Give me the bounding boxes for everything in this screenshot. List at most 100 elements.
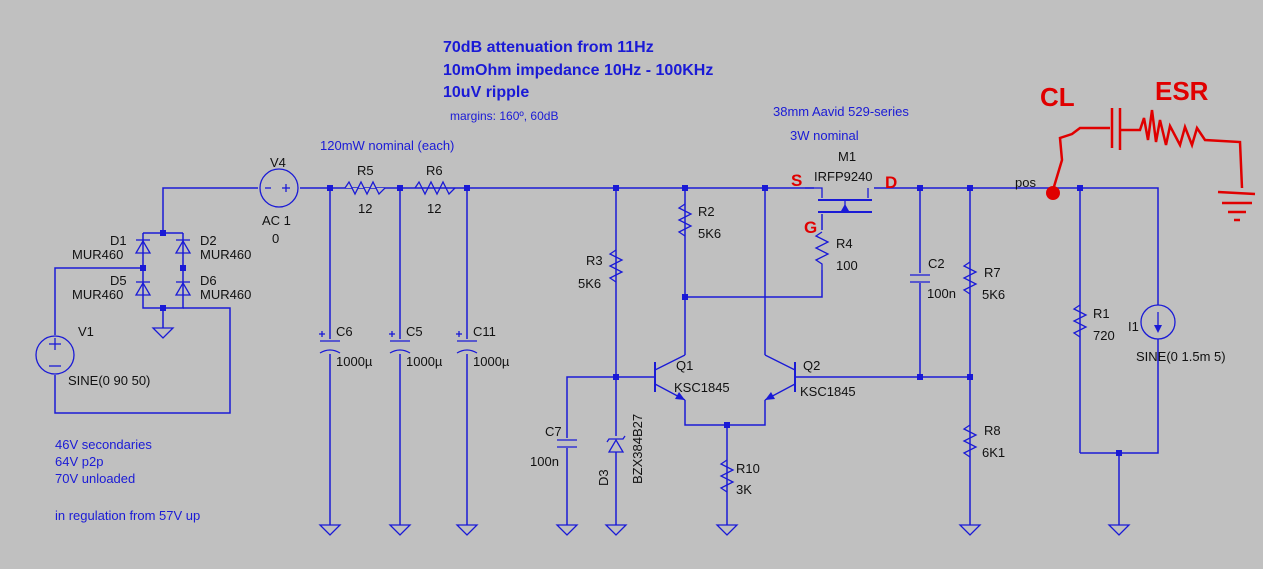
c11-value: 1000µ bbox=[473, 354, 510, 369]
spec-line-3: 10uV ripple bbox=[443, 84, 529, 101]
resistor-r7 bbox=[962, 261, 978, 295]
r1-value: 720 bbox=[1093, 328, 1115, 343]
r5-name: R5 bbox=[357, 163, 374, 178]
r8-value: 6K1 bbox=[982, 445, 1005, 460]
ground-icon bbox=[715, 524, 739, 536]
c6-value: 1000µ bbox=[336, 354, 373, 369]
m1-name: M1 bbox=[838, 149, 856, 164]
secondary-note-3: 70V unloaded bbox=[55, 471, 135, 486]
ground-icon bbox=[455, 524, 479, 536]
capacitor-c5 bbox=[388, 331, 412, 354]
wires bbox=[54, 187, 1159, 525]
d2-name: D2 bbox=[200, 233, 217, 248]
ground-icon bbox=[388, 524, 412, 536]
v1-source bbox=[35, 335, 75, 375]
gate-annotation: G bbox=[804, 218, 817, 237]
red-load-sketch bbox=[1046, 108, 1256, 222]
zener-d3 bbox=[606, 435, 626, 453]
capacitor-c11 bbox=[455, 331, 479, 354]
secondary-note-4: in regulation from 57V up bbox=[55, 508, 200, 523]
d3-name: D3 bbox=[596, 469, 611, 486]
c7-value: 100n bbox=[530, 454, 559, 469]
junctions bbox=[140, 185, 1122, 456]
c2-name: C2 bbox=[928, 256, 945, 271]
c5-value: 1000µ bbox=[406, 354, 443, 369]
ground-icon bbox=[958, 524, 982, 536]
transistor-q1 bbox=[654, 354, 686, 401]
resistor-r3 bbox=[608, 249, 624, 283]
r6-value: 12 bbox=[427, 201, 441, 216]
ground-icon bbox=[604, 524, 628, 536]
v4-value1: AC 1 bbox=[262, 213, 291, 228]
power-note: 3W nominal bbox=[790, 128, 859, 143]
diode-d6 bbox=[174, 281, 192, 296]
diode-d1 bbox=[134, 239, 152, 254]
r10-value: 3K bbox=[736, 482, 752, 497]
resistor-r8 bbox=[962, 424, 978, 458]
d2-part: MUR460 bbox=[200, 247, 251, 262]
d5-part: MUR460 bbox=[72, 287, 123, 302]
esr-annotation: ESR bbox=[1155, 76, 1209, 106]
resistor-r6 bbox=[414, 180, 456, 196]
capacitor-c7 bbox=[556, 438, 578, 448]
capacitor-c2 bbox=[909, 273, 931, 283]
resistor-r10 bbox=[719, 459, 735, 493]
m1-part: IRFP9240 bbox=[814, 169, 873, 184]
c11-name: C11 bbox=[473, 324, 496, 339]
v1-value: SINE(0 90 50) bbox=[68, 373, 150, 388]
net-label-pos: pos bbox=[1015, 175, 1036, 190]
i1-value: SINE(0 1.5m 5) bbox=[1136, 349, 1226, 364]
r7-value: 5K6 bbox=[982, 287, 1005, 302]
v4-source bbox=[259, 168, 299, 208]
source-annotation: S bbox=[791, 171, 802, 190]
cl-annotation: CL bbox=[1040, 82, 1075, 112]
d3-part: BZX384B27 bbox=[630, 414, 645, 484]
mosfet-m1 bbox=[805, 186, 874, 214]
capacitor-c6 bbox=[318, 331, 342, 354]
resistor-r5 bbox=[344, 180, 386, 196]
secondary-note-1: 46V secondaries bbox=[55, 437, 152, 452]
q2-part: KSC1845 bbox=[800, 384, 856, 399]
r8-name: R8 bbox=[984, 423, 1001, 438]
diode-d2 bbox=[174, 239, 192, 254]
d6-part: MUR460 bbox=[200, 287, 251, 302]
c2-value: 100n bbox=[927, 286, 956, 301]
resistor-r4 bbox=[814, 231, 830, 270]
spec-line-1: 70dB attenuation from 11Hz bbox=[443, 39, 654, 56]
r6-name: R6 bbox=[426, 163, 443, 178]
d5-name: D5 bbox=[110, 273, 127, 288]
resistor-r1 bbox=[1072, 304, 1088, 338]
spec-line-2: 10mOhm impedance 10Hz - 100KHz bbox=[443, 62, 713, 79]
r4-name: R4 bbox=[836, 236, 853, 251]
r4-value: 100 bbox=[836, 258, 858, 273]
r5-value: 12 bbox=[358, 201, 372, 216]
diode-d5 bbox=[134, 281, 152, 296]
current-source-i1 bbox=[1140, 304, 1176, 340]
ground-symbols bbox=[151, 327, 1131, 536]
i1-name: I1 bbox=[1128, 319, 1139, 334]
d1-name: D1 bbox=[110, 233, 127, 248]
v4-value2: 0 bbox=[272, 231, 279, 246]
r3-name: R3 bbox=[586, 253, 603, 268]
r1-name: R1 bbox=[1093, 306, 1110, 321]
resistor-power-note: 120mW nominal (each) bbox=[320, 138, 454, 153]
r3-value: 5K6 bbox=[578, 276, 601, 291]
r7-name: R7 bbox=[984, 265, 1001, 280]
v4-name: V4 bbox=[270, 155, 286, 170]
ground-icon bbox=[151, 327, 175, 339]
q1-name: Q1 bbox=[676, 358, 693, 373]
margins-note: margins: 160º, 60dB bbox=[450, 109, 558, 123]
ground-icon bbox=[1107, 524, 1131, 536]
q1-part: KSC1845 bbox=[674, 380, 730, 395]
drain-annotation: D bbox=[885, 173, 897, 192]
ground-icon bbox=[318, 524, 342, 536]
c6-name: C6 bbox=[336, 324, 353, 339]
q2-name: Q2 bbox=[803, 358, 820, 373]
c7-name: C7 bbox=[545, 424, 562, 439]
d6-name: D6 bbox=[200, 273, 217, 288]
secondary-note-2: 64V p2p bbox=[55, 454, 103, 469]
r2-value: 5K6 bbox=[698, 226, 721, 241]
r2-name: R2 bbox=[698, 204, 715, 219]
